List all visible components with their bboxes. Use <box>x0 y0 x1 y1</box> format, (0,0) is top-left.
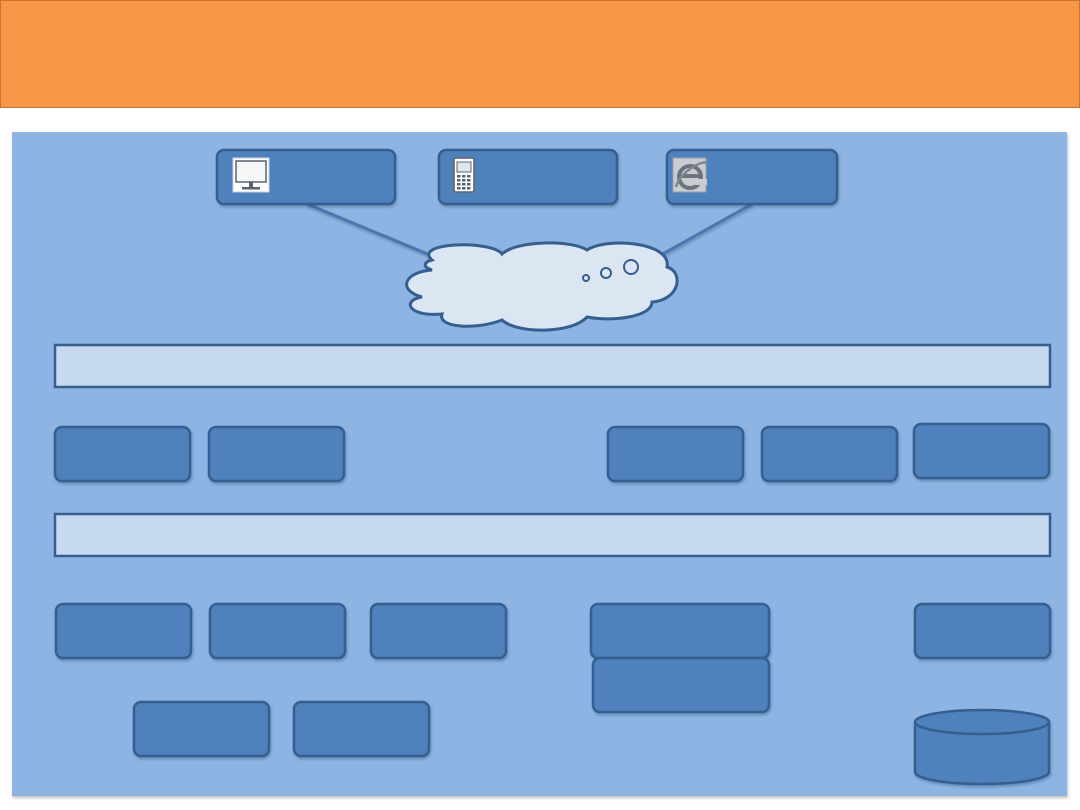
cloud-bubble <box>623 259 639 275</box>
cloud-bubble <box>582 274 590 282</box>
lower-node <box>292 700 431 758</box>
cloud-bubble <box>600 267 612 279</box>
middle-node <box>53 425 192 483</box>
web-browser-icon <box>672 157 707 193</box>
bus-bottom <box>53 512 1052 558</box>
client-node <box>437 148 619 206</box>
client-node <box>665 148 839 206</box>
bus-top <box>53 343 1052 389</box>
middle-node <box>207 425 346 483</box>
lower-node <box>132 700 271 758</box>
lower-node <box>369 602 508 660</box>
network-cloud-shape <box>405 241 679 332</box>
database-cylinder-icon <box>913 708 1051 786</box>
nodes <box>53 148 1052 786</box>
lower-node <box>589 602 771 660</box>
lower-node <box>913 602 1052 660</box>
lower-node <box>208 602 347 660</box>
slide-title-bar <box>0 0 1080 108</box>
architecture-diagram <box>12 132 1067 796</box>
middle-node <box>760 425 899 483</box>
architecture-panel <box>12 132 1067 796</box>
middle-node <box>606 425 745 483</box>
mobile-phone-icon <box>453 157 475 193</box>
network-cloud <box>405 241 679 332</box>
buses <box>53 343 1052 558</box>
lower-node <box>54 602 193 660</box>
desktop-monitor-icon <box>232 157 270 193</box>
lower-node <box>591 656 771 714</box>
connector-line <box>306 202 443 262</box>
connector-line <box>651 202 753 262</box>
middle-node <box>912 422 1051 480</box>
